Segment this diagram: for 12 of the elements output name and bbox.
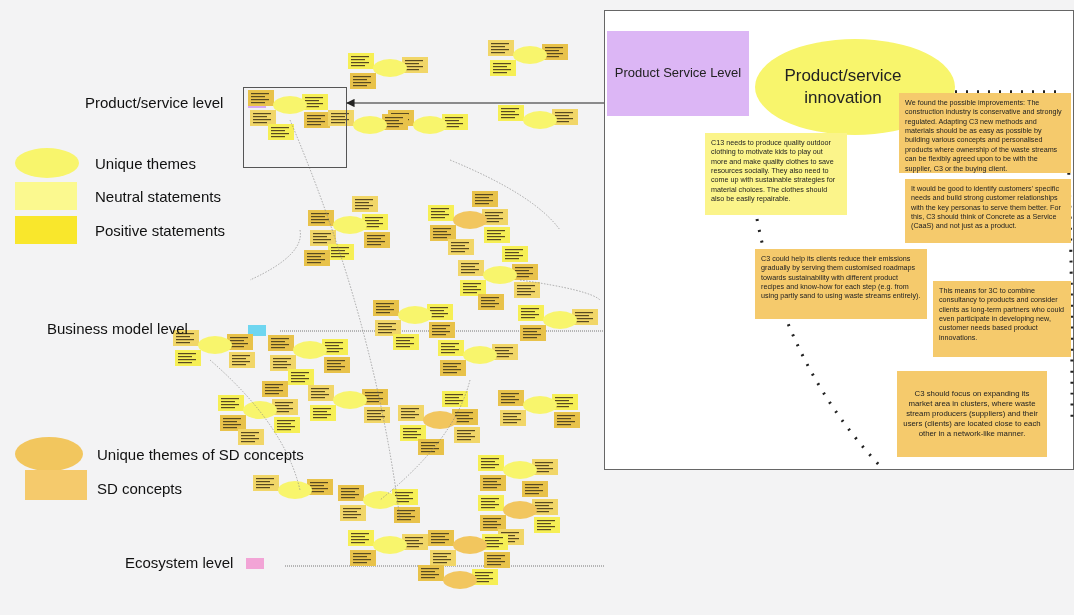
zoom-inset-panel xyxy=(604,10,1074,470)
level-label: Product/service level xyxy=(85,94,224,111)
level-label: Ecosystem level xyxy=(125,554,234,571)
legend-label: Neutral statements xyxy=(95,188,221,205)
legend-label: Positive statements xyxy=(95,222,226,239)
highlight-frame xyxy=(243,87,347,168)
legend-label: SD concepts xyxy=(97,480,183,497)
level-tag: Product Service Level xyxy=(607,31,749,116)
arrow xyxy=(346,98,605,108)
level-label: Business model level xyxy=(47,320,188,337)
legend-label: Unique themes xyxy=(95,155,196,172)
legend-label: Unique themes of SD concepts xyxy=(97,446,304,463)
